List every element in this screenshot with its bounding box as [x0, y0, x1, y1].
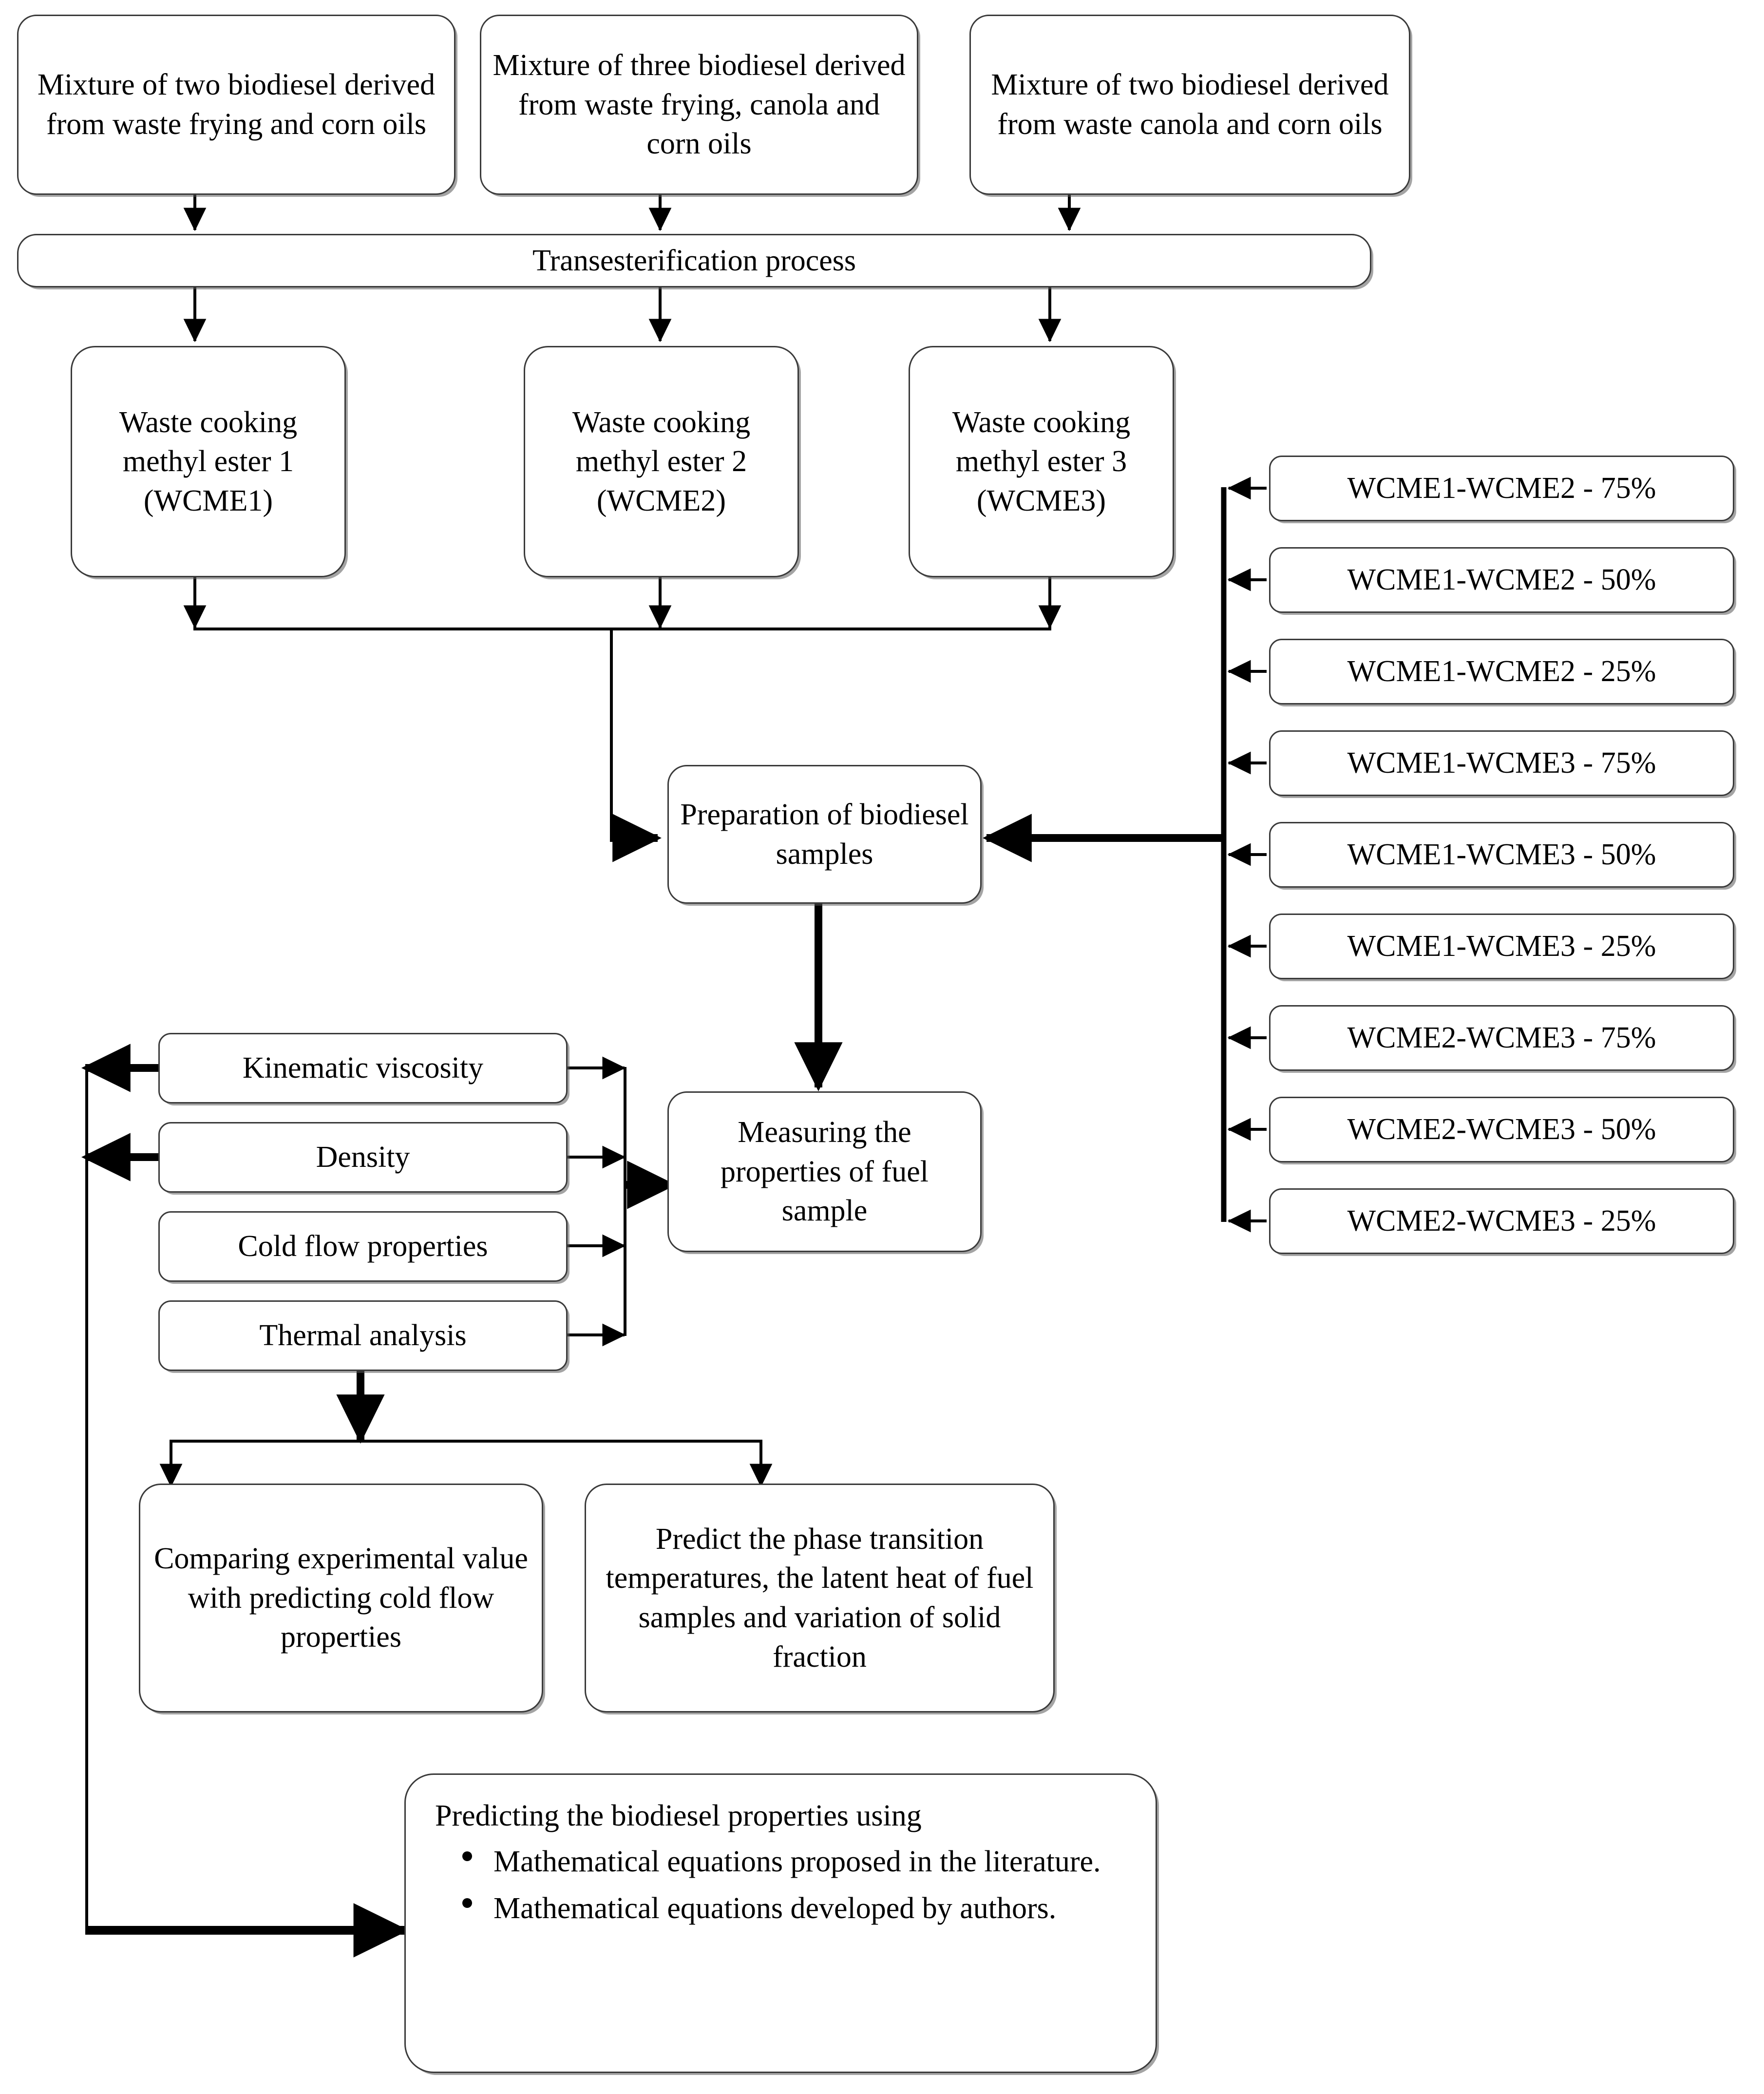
prediction-bullet-1: Mathematical equations proposed in the l…: [493, 1845, 1101, 1878]
blend-box-7-label: WCME2-WCME3 - 75%: [1347, 1021, 1656, 1055]
transesterification-box[interactable]: Transesterification process: [17, 234, 1371, 287]
source-box-1-label: Mixture of two biodiesel derived from wa…: [37, 68, 436, 141]
source-box-2-label: Mixture of three biodiesel derived from …: [493, 49, 906, 161]
blend-box-3-label: WCME1-WCME2 - 25%: [1347, 655, 1656, 688]
blend-box-1-label: WCME1-WCME2 - 75%: [1347, 472, 1656, 505]
outcome-box-predict-phase[interactable]: Predict the phase transition temperature…: [585, 1484, 1055, 1713]
blend-box-1[interactable]: WCME1-WCME2 - 75%: [1269, 456, 1734, 521]
list-item: Mathematical equations developed by auth…: [462, 1887, 1126, 1931]
transesterification-label: Transesterification process: [532, 244, 856, 277]
wcme-box-2[interactable]: Waste cooking methyl ester 2 (WCME2): [524, 346, 799, 577]
measuring-label: Measuring the properties of fuel sample: [721, 1116, 929, 1228]
prediction-bullet-2: Mathematical equations developed by auth…: [493, 1891, 1057, 1925]
blend-box-8[interactable]: WCME2-WCME3 - 50%: [1269, 1097, 1734, 1162]
property-box-thermal-analysis[interactable]: Thermal analysis: [158, 1300, 568, 1371]
blend-box-5-label: WCME1-WCME3 - 50%: [1347, 838, 1656, 872]
bullet-icon: [462, 1851, 472, 1862]
wcme-box-2-label: Waste cooking methyl ester 2 (WCME2): [572, 405, 751, 517]
property-box-density[interactable]: Density: [158, 1122, 568, 1193]
blend-box-3[interactable]: WCME1-WCME2 - 25%: [1269, 639, 1734, 704]
wcme-box-3[interactable]: Waste cooking methyl ester 3 (WCME3): [909, 346, 1174, 577]
property-box-cold-flow-properties[interactable]: Cold flow properties: [158, 1211, 568, 1282]
blend-box-5[interactable]: WCME1-WCME3 - 50%: [1269, 822, 1734, 888]
outcome-label-2: Predict the phase transition temperature…: [606, 1522, 1034, 1674]
prediction-box[interactable]: Predicting the biodiesel properties usin…: [404, 1773, 1157, 2073]
property-label-3: Cold flow properties: [238, 1230, 488, 1263]
list-item: Mathematical equations proposed in the l…: [462, 1840, 1126, 1884]
blend-box-9-label: WCME2-WCME3 - 25%: [1347, 1204, 1656, 1238]
blend-box-2[interactable]: WCME1-WCME2 - 50%: [1269, 547, 1734, 613]
wcme-box-3-label: Waste cooking methyl ester 3 (WCME3): [952, 405, 1131, 517]
blend-box-4-label: WCME1-WCME3 - 75%: [1347, 746, 1656, 780]
source-box-3-label: Mixture of two biodiesel derived from wa…: [991, 68, 1389, 141]
source-box-2[interactable]: Mixture of three biodiesel derived from …: [480, 15, 918, 195]
blend-box-6-label: WCME1-WCME3 - 25%: [1347, 930, 1656, 963]
measuring-box[interactable]: Measuring the properties of fuel sample: [667, 1091, 982, 1252]
prediction-bullet-list: Mathematical equations proposed in the l…: [435, 1840, 1126, 1931]
blend-box-4[interactable]: WCME1-WCME3 - 75%: [1269, 730, 1734, 796]
blend-box-6[interactable]: WCME1-WCME3 - 25%: [1269, 914, 1734, 979]
wcme-box-1[interactable]: Waste cooking methyl ester 1 (WCME1): [71, 346, 346, 577]
outcome-box-comparing[interactable]: Comparing experimental value with predic…: [139, 1484, 543, 1713]
preparation-label: Preparation of biodiesel samples: [680, 798, 969, 871]
property-label-1: Kinematic viscosity: [242, 1051, 484, 1085]
property-box-kinematic-viscosity[interactable]: Kinematic viscosity: [158, 1033, 568, 1104]
prediction-header: Predicting the biodiesel properties usin…: [435, 1799, 922, 1832]
blend-box-8-label: WCME2-WCME3 - 50%: [1347, 1113, 1656, 1146]
blend-box-2-label: WCME1-WCME2 - 50%: [1347, 563, 1656, 597]
preparation-box[interactable]: Preparation of biodiesel samples: [667, 765, 982, 904]
source-box-1[interactable]: Mixture of two biodiesel derived from wa…: [17, 15, 455, 195]
wcme-box-1-label: Waste cooking methyl ester 1 (WCME1): [119, 405, 298, 517]
outcome-label-1: Comparing experimental value with predic…: [154, 1542, 528, 1654]
source-box-3[interactable]: Mixture of two biodiesel derived from wa…: [969, 15, 1410, 195]
bullet-icon: [462, 1898, 472, 1908]
blend-box-9[interactable]: WCME2-WCME3 - 25%: [1269, 1188, 1734, 1254]
property-label-2: Density: [316, 1141, 410, 1174]
property-label-4: Thermal analysis: [259, 1319, 467, 1352]
blend-box-7[interactable]: WCME2-WCME3 - 75%: [1269, 1005, 1734, 1071]
